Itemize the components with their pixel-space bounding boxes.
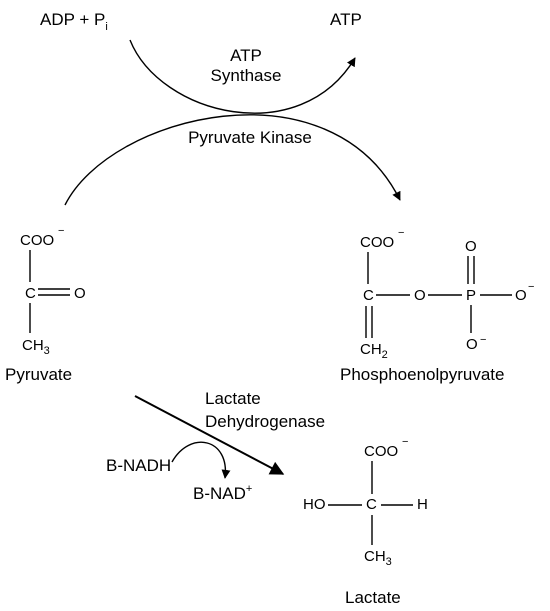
pyruvate-structure: COO − C O CH3 Pyruvate xyxy=(5,225,86,384)
atp-synthase-arc xyxy=(129,39,356,114)
pyruvate-name: Pyruvate xyxy=(5,365,72,384)
atp-synthase-label-line1: ATP xyxy=(230,46,262,65)
atp-label: ATP xyxy=(330,10,362,29)
ldh-reaction-arrow xyxy=(134,395,285,475)
pyruvate-ch3: CH3 xyxy=(22,337,50,357)
ldh-label-line1: Lactate xyxy=(205,389,261,408)
pep-carbon: C xyxy=(363,287,374,304)
pep-coo-charge: − xyxy=(398,227,404,239)
pep-oxygen-bottom-charge: − xyxy=(480,334,486,346)
pep-oxygen-top: O xyxy=(465,238,477,255)
pyruvate-coo: COO xyxy=(20,232,54,249)
pep-bridge-oxygen: O xyxy=(414,287,426,304)
pyruvate-coo-charge: − xyxy=(58,225,64,237)
b-nad-label: B-NAD+ xyxy=(193,483,252,503)
lactate-structure: COO − HO C H CH3 Lactate xyxy=(303,436,428,607)
lactate-name: Lactate xyxy=(345,588,401,607)
lactate-ch3: CH3 xyxy=(364,548,392,568)
lactate-ho: HO xyxy=(303,496,326,513)
atp-synthase-label-line2: Synthase xyxy=(211,66,282,85)
adp-pi-label: ADP + Pi xyxy=(40,10,108,33)
lactate-coo-charge: − xyxy=(402,436,408,448)
pep-coo: COO xyxy=(360,234,394,251)
pep-oxygen-bottom: O xyxy=(466,336,478,353)
pep-phosphorus: P xyxy=(466,287,476,304)
ldh-label-line2: Dehydrogenase xyxy=(205,412,325,431)
pep-oxygen-right: O xyxy=(515,287,527,304)
nadh-to-nad-arrow xyxy=(171,441,231,479)
pep-name: Phosphoenolpyruvate xyxy=(340,365,504,384)
pyruvate-carbon: C xyxy=(25,285,36,302)
pyruvate-oxygen: O xyxy=(74,285,86,302)
pep-oxygen-right-charge: − xyxy=(528,281,534,293)
lactate-carbon: C xyxy=(366,496,377,513)
pyruvate-kinase-arc xyxy=(64,114,401,206)
pep-structure: COO − C O P O O − O − CH2 Phosphoenolpyr… xyxy=(340,227,534,384)
lactate-hydrogen: H xyxy=(417,496,428,513)
pyruvate-kinase-label: Pyruvate Kinase xyxy=(188,128,312,147)
b-nadh-label: B-NADH xyxy=(106,456,171,475)
pep-ch2: CH2 xyxy=(360,341,388,361)
lactate-coo: COO xyxy=(364,443,398,460)
